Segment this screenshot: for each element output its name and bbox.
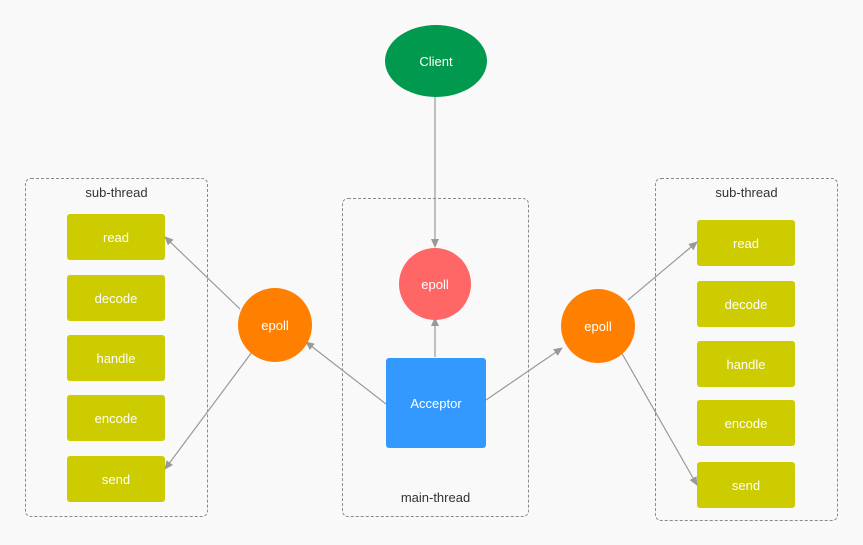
right-step-read: read [697, 220, 795, 266]
client-node: Client [385, 25, 487, 97]
acceptor-node: Acceptor [386, 358, 486, 448]
right-step-encode: encode [697, 400, 795, 446]
left-step-read: read [67, 214, 165, 260]
main-epoll-node: epoll [399, 248, 471, 320]
right-step-decode: decode [697, 281, 795, 327]
left-subthread-group: sub-thread [25, 178, 208, 517]
left-step-send: send [67, 456, 165, 502]
main-thread-label: main-thread [400, 490, 471, 505]
right-subthread-label: sub-thread [715, 185, 778, 200]
left-subthread-label: sub-thread [85, 185, 148, 200]
right-subthread-group: sub-thread [655, 178, 838, 521]
left-epoll-node: epoll [238, 288, 312, 362]
right-step-send: send [697, 462, 795, 508]
right-epoll-node: epoll [561, 289, 635, 363]
left-step-encode: encode [67, 395, 165, 441]
left-step-decode: decode [67, 275, 165, 321]
right-step-handle: handle [697, 341, 795, 387]
left-step-handle: handle [67, 335, 165, 381]
